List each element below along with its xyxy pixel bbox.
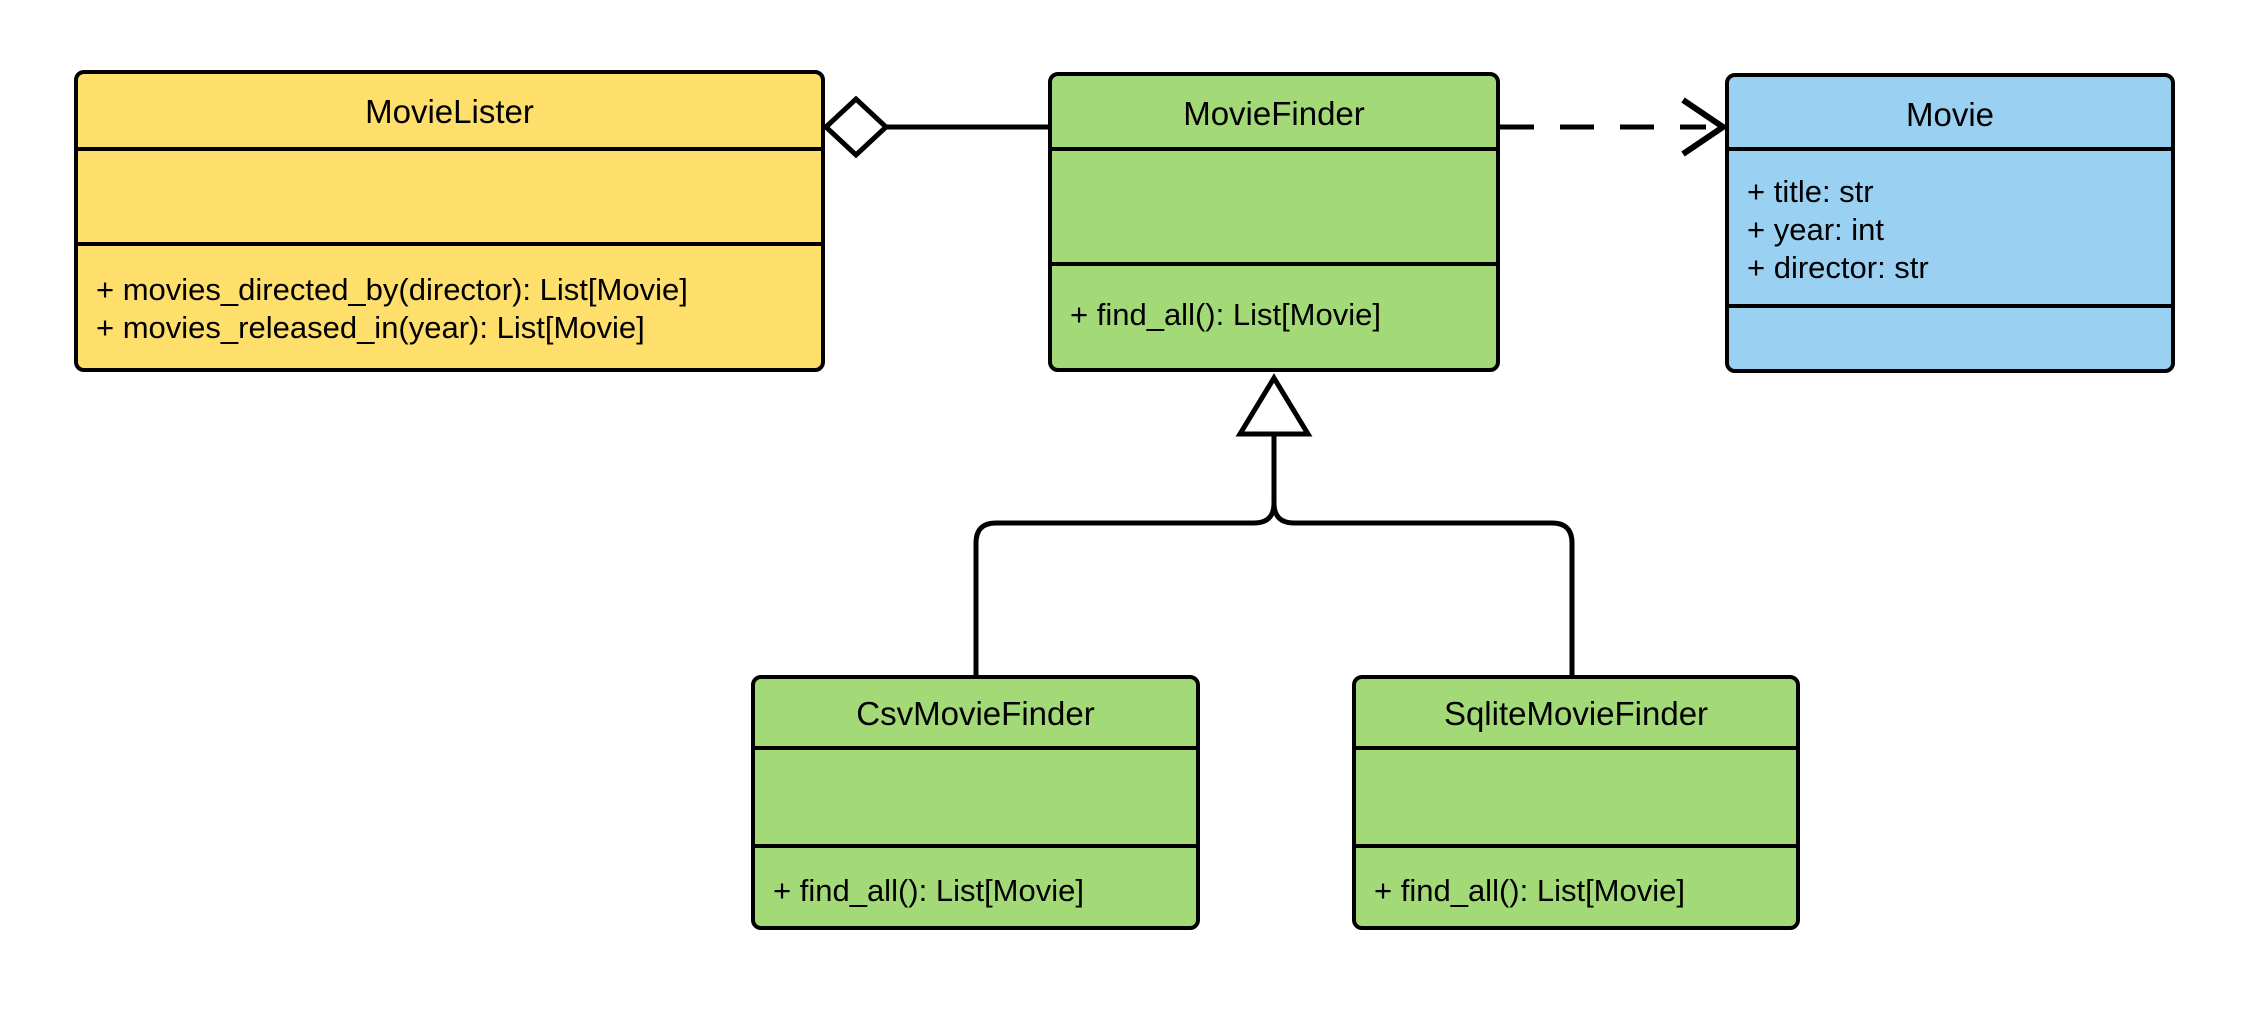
uml-class-sqlitemoviefinder[interactable]: SqliteMovieFinder + find_all(): List[Mov… — [1352, 675, 1800, 930]
uml-class-movie[interactable]: Movie + title: str + year: int + directo… — [1725, 73, 2175, 373]
hollow-diamond-icon — [822, 95, 890, 159]
attributes-compartment: + title: str + year: int + director: str — [1729, 147, 2171, 304]
method-item: + find_all(): List[Movie] — [773, 873, 1084, 908]
generalization-line-csv — [973, 434, 1277, 675]
class-title-movielister: MovieLister — [365, 93, 534, 130]
attributes-compartment — [78, 147, 821, 242]
class-name-compartment: SqliteMovieFinder — [1356, 679, 1796, 746]
method-list: + find_all(): List[Movie] — [1356, 872, 1796, 910]
class-name-compartment: MovieLister — [78, 74, 821, 147]
class-name-compartment: CsvMovieFinder — [755, 679, 1196, 746]
attributes-compartment — [1052, 147, 1496, 262]
attribute-item: + director: str — [1747, 249, 1929, 285]
methods-compartment — [1729, 304, 2171, 369]
class-title-moviefinder: MovieFinder — [1183, 95, 1365, 132]
methods-compartment: + find_all(): List[Movie] — [1052, 262, 1496, 368]
attribute-list: + title: str + year: int + director: str — [1729, 173, 2171, 286]
uml-class-moviefinder[interactable]: MovieFinder + find_all(): List[Movie] — [1048, 72, 1500, 372]
method-item: + find_all(): List[Movie] — [1070, 297, 1381, 332]
generalization-line-sqlite — [1271, 434, 1575, 675]
method-item: + movies_released_in(year): List[Movie] — [96, 309, 645, 345]
class-name-compartment: Movie — [1729, 77, 2171, 147]
attribute-item: + title: str — [1747, 174, 1874, 209]
method-item: + find_all(): List[Movie] — [1374, 873, 1685, 908]
open-arrow-icon — [1681, 97, 1729, 157]
method-list: + find_all(): List[Movie] — [1052, 296, 1496, 334]
attribute-item: + year: int — [1747, 211, 1884, 247]
uml-class-csvmoviefinder[interactable]: CsvMovieFinder + find_all(): List[Movie] — [751, 675, 1200, 930]
aggregation-edge-movielister-moviefinder — [822, 95, 1048, 159]
class-name-compartment: MovieFinder — [1052, 76, 1496, 147]
class-title-movie: Movie — [1905, 96, 1995, 133]
dependency-edge-moviefinder-movie — [1500, 97, 1729, 157]
method-item: + movies_directed_by(director): List[Mov… — [96, 272, 688, 307]
attributes-compartment — [1356, 746, 1796, 844]
generalization-edge-group — [973, 373, 1575, 675]
method-list: + movies_directed_by(director): List[Mov… — [78, 271, 821, 347]
uml-class-movielister[interactable]: MovieLister + movies_directed_by(directo… — [74, 70, 825, 372]
methods-compartment: + movies_directed_by(director): List[Mov… — [78, 242, 821, 368]
method-list: + find_all(): List[Movie] — [755, 872, 1196, 910]
attributes-compartment — [755, 746, 1196, 844]
methods-compartment: + find_all(): List[Movie] — [1356, 844, 1796, 926]
class-title-csvmoviefinder: CsvMovieFinder — [856, 695, 1095, 732]
methods-compartment: + find_all(): List[Movie] — [755, 844, 1196, 926]
class-title-sqlitemoviefinder: SqliteMovieFinder — [1443, 695, 1709, 732]
hollow-triangle-icon — [1235, 373, 1313, 437]
